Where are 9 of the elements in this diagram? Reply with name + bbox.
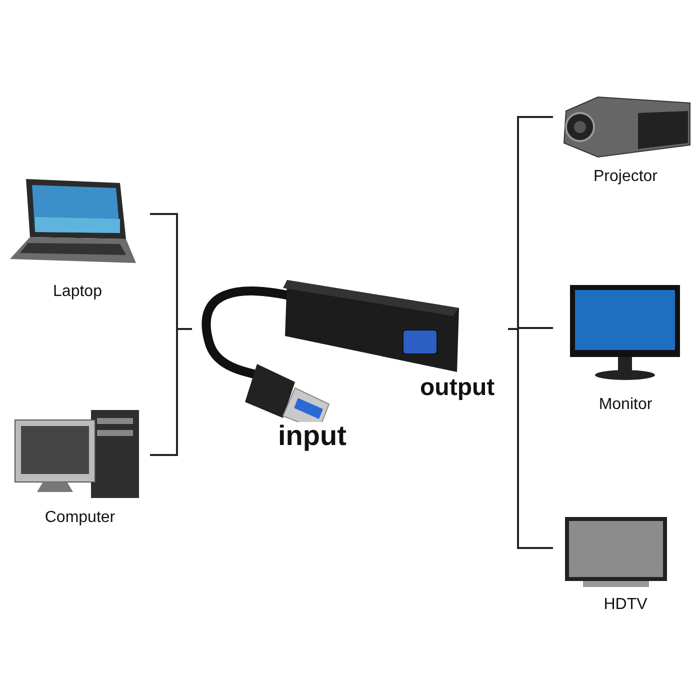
connector-line	[150, 328, 192, 456]
port-label: output	[420, 374, 495, 402]
port-label: input	[278, 420, 346, 452]
device-label: Monitor	[598, 396, 654, 414]
device-label: Projector	[592, 168, 659, 186]
device-label: HDTV	[602, 596, 648, 614]
device-label: Laptop	[52, 283, 103, 301]
connector-line	[508, 328, 553, 549]
device-label: Computer	[44, 509, 116, 527]
